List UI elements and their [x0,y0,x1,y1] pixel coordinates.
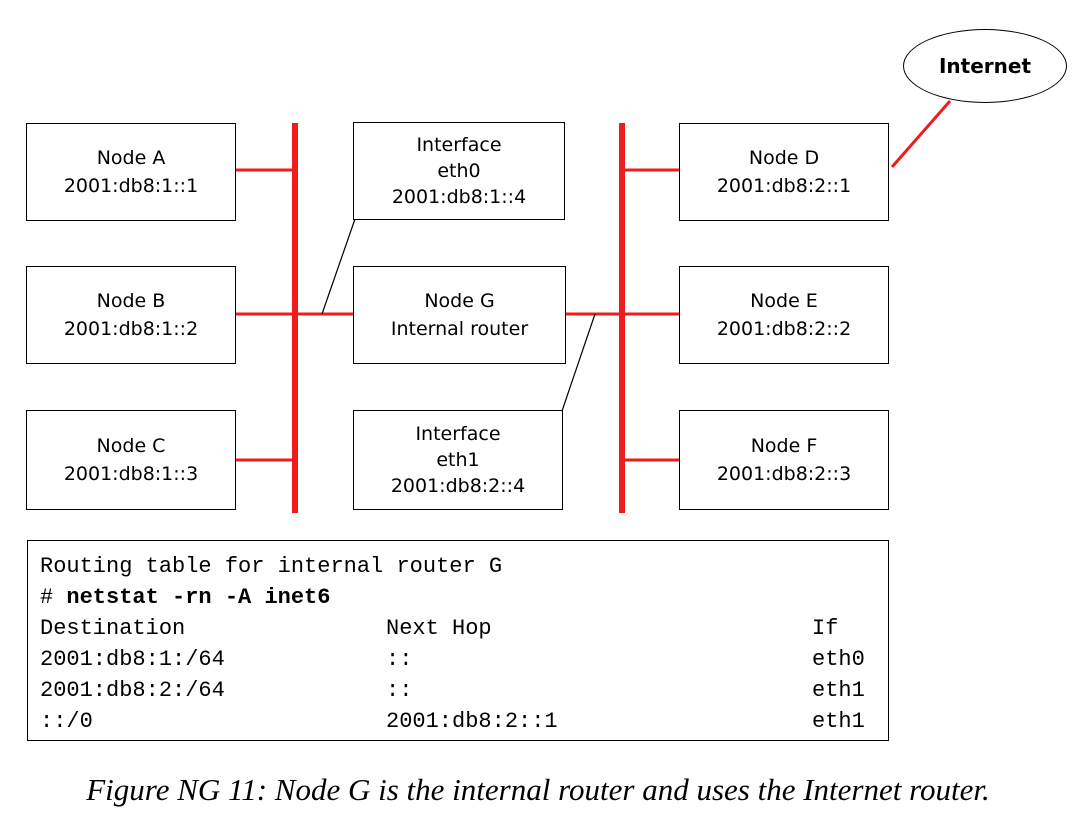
interface-eth0: Interface eth0 2001:db8:1::4 [353,122,565,220]
interface-eth0-label: Interface [416,134,502,156]
node-f-name: Node F [750,435,818,457]
figure-caption: Figure NG 11: Node G is the internal rou… [86,772,990,807]
node-e: Node E 2001:db8:2::2 [679,266,889,364]
node-e-name: Node E [750,290,818,312]
node-b: Node B 2001:db8:1::2 [26,266,236,364]
command-prompt: # [40,585,67,610]
header-next-hop: Next Hop [386,616,492,641]
internet-node: Internet [903,29,1067,103]
routing-command: netstat -rn -A inet6 [66,585,331,610]
node-a: Node A 2001:db8:1::1 [26,123,236,221]
node-a-name: Node A [96,147,166,169]
interface-eth1: Interface eth1 2001:db8:2::4 [353,410,563,510]
row-1-destination: 2001:db8:1:/64 [40,647,225,672]
interface-eth1-label: Interface [415,423,501,445]
node-d-name: Node D [748,147,820,169]
node-g-name: Node G [424,290,495,312]
interface-eth1-address: 2001:db8:2::4 [390,475,526,497]
node-a-address: 2001:db8:1::1 [63,175,199,197]
row-2-if: eth1 [812,678,865,703]
header-destination: Destination [40,616,186,641]
link-internet [890,100,952,168]
node-d: Node D 2001:db8:2::1 [679,123,889,221]
interface-eth0-address: 2001:db8:1::4 [391,186,527,208]
interface-eth1-name: eth1 [436,449,480,471]
header-if: If [812,616,839,641]
routing-table: Routing table for internal router G # ne… [27,540,889,741]
node-c-name: Node C [96,435,166,457]
row-2-destination: 2001:db8:2:/64 [40,678,225,703]
row-1-if: eth0 [812,647,865,672]
row-3-destination: ::/0 [40,709,93,734]
node-b-name: Node B [96,290,166,312]
routing-command-line: # netstat -rn -A inet6 [40,585,330,611]
callout-eth0 [321,218,356,315]
node-f: Node F 2001:db8:2::3 [679,410,889,510]
row-1-next-hop: :: [386,647,413,672]
node-f-address: 2001:db8:2::3 [716,463,852,485]
node-g-role: Internal router [390,318,529,340]
callout-eth1 [561,313,596,412]
node-g: Node G Internal router [353,266,566,364]
node-e-address: 2001:db8:2::2 [716,318,852,340]
node-d-address: 2001:db8:2::1 [716,175,852,197]
row-2-next-hop: :: [386,678,413,703]
node-c: Node C 2001:db8:1::3 [26,410,236,510]
node-c-address: 2001:db8:1::3 [63,463,199,485]
node-b-address: 2001:db8:1::2 [63,318,199,340]
routing-table-title: Routing table for internal router G [40,554,503,579]
row-3-next-hop: 2001:db8:2::1 [386,709,558,734]
row-3-if: eth1 [812,709,865,734]
internet-label: Internet [938,54,1032,78]
interface-eth0-name: eth0 [437,160,481,182]
